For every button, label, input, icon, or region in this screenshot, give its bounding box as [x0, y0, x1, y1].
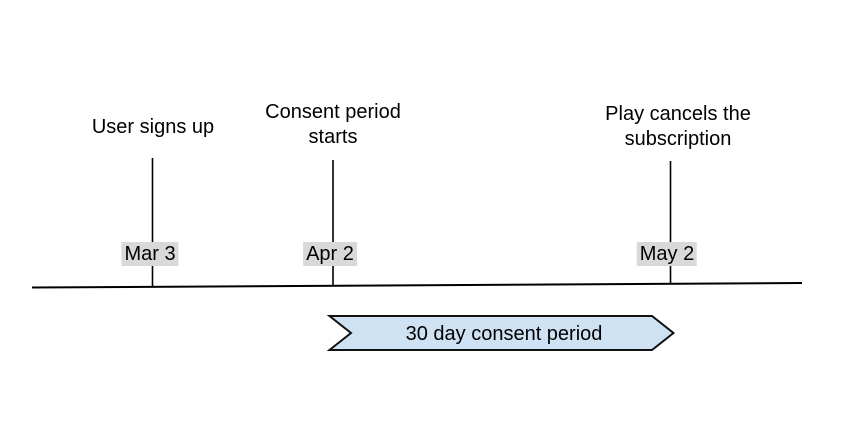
consent-period-arrow — [326, 315, 676, 351]
event-label-line: starts — [308, 126, 358, 148]
event-label-line: Consent period — [265, 101, 401, 123]
event-label-line: subscription — [624, 128, 732, 150]
event-label-consent-period-starts: Consent period starts — [265, 100, 401, 150]
date-chip-apr-2: Apr 2 — [303, 242, 357, 266]
timeline-axis — [31, 282, 803, 289]
event-label-play-cancels: Play cancels the subscription — [605, 102, 751, 152]
event-label-user-signs-up: User signs up — [92, 115, 214, 140]
date-chip-mar-3: Mar 3 — [121, 242, 179, 266]
consent-period-arrow-label: 30 day consent period — [405, 323, 603, 345]
event-label-line: User signs up — [91, 116, 215, 138]
date-chip-may-2: May 2 — [636, 242, 698, 266]
event-label-line: Play cancels the — [605, 103, 751, 125]
